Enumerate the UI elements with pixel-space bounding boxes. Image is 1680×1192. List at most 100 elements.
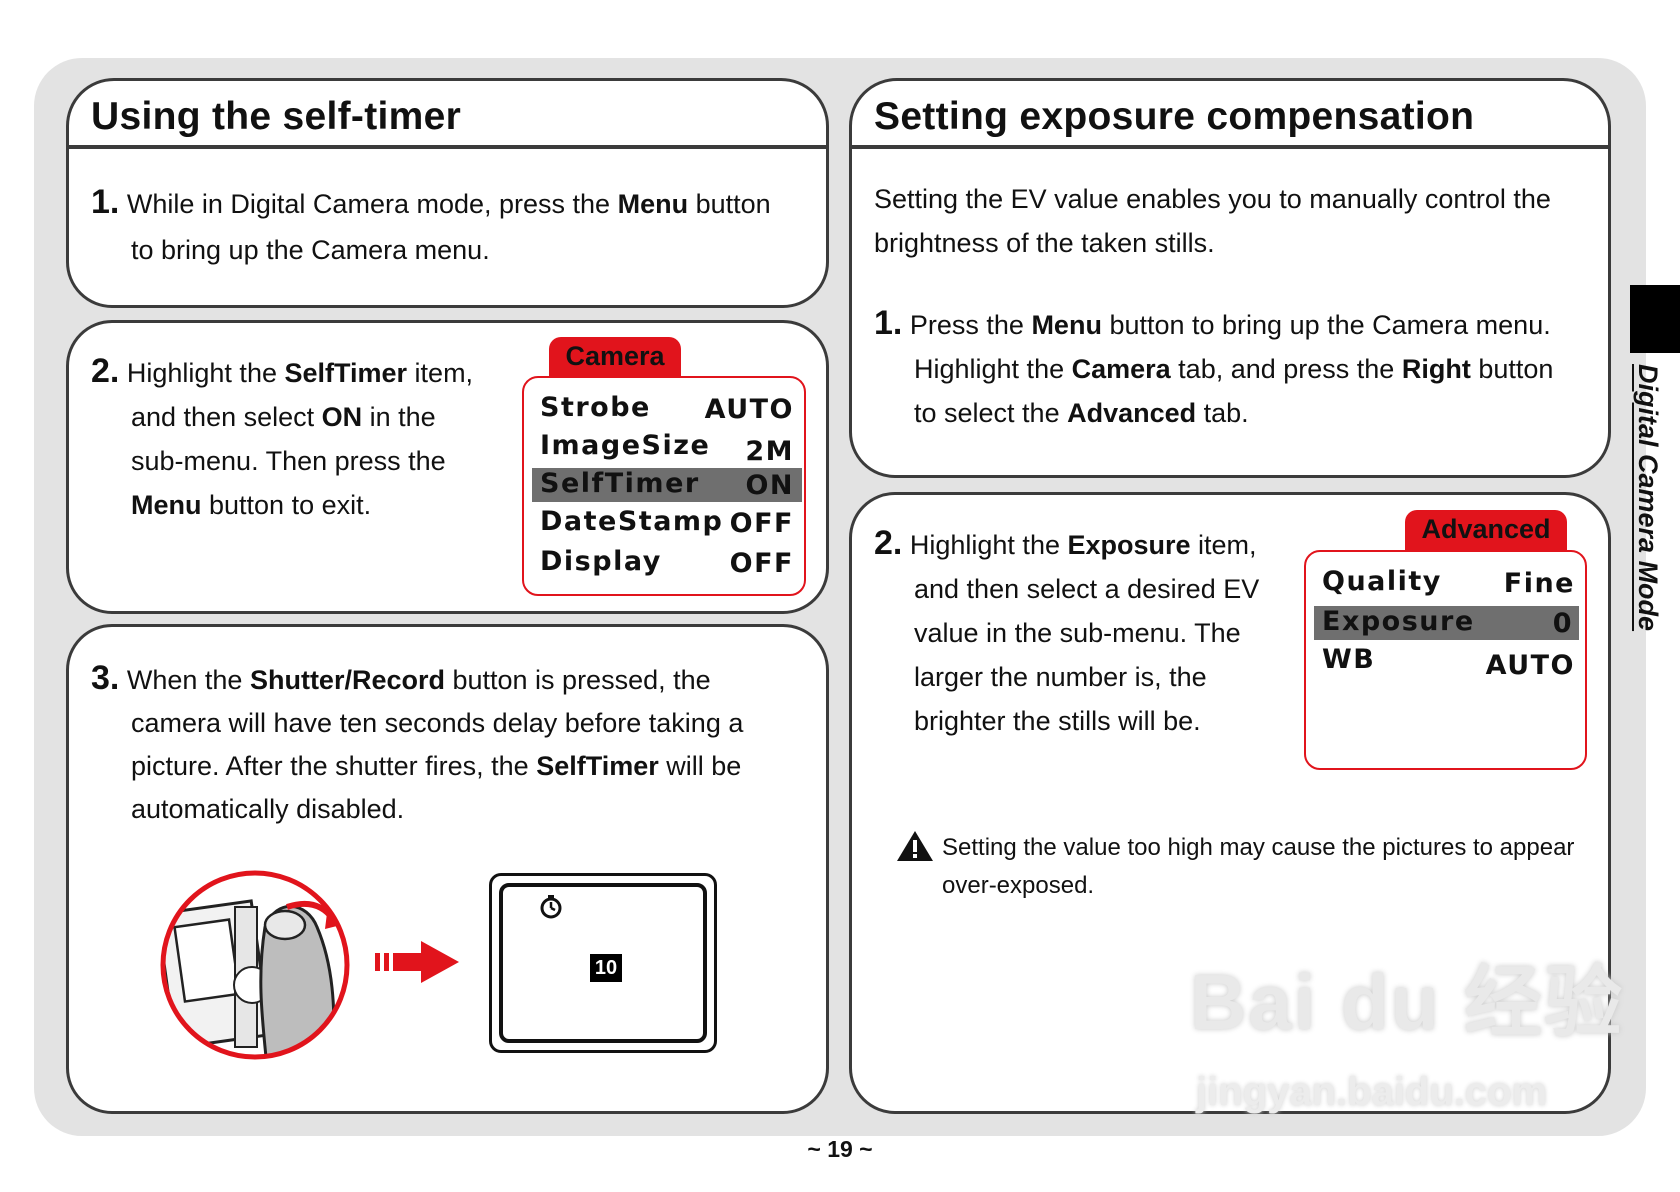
- step-text: Press the: [909, 310, 1032, 340]
- right-step2: 2. Highlight the Exposure item, and then…: [874, 521, 1294, 743]
- step-text: to select the: [914, 398, 1068, 428]
- step-text: in the: [362, 402, 436, 432]
- step-text: and then select: [131, 402, 322, 432]
- intro-text: brightness of the taken stills.: [874, 228, 1215, 258]
- step-text: camera will have ten seconds delay befor…: [131, 708, 744, 738]
- menu-term: Menu: [1031, 310, 1102, 340]
- menu-key: Display: [540, 546, 662, 577]
- step-text: Highlight the: [914, 354, 1072, 384]
- step-text: value in the sub-menu. The: [914, 618, 1241, 648]
- menu-term: Menu: [617, 189, 689, 219]
- step-text: button to exit.: [201, 490, 372, 520]
- chapter-tab-marker: [1630, 285, 1680, 353]
- menu-value: 2M: [745, 436, 794, 467]
- menu-value: ON: [745, 470, 794, 501]
- advanced-tab: Advanced: [1405, 510, 1567, 552]
- step-text: button is pressed, the: [444, 665, 711, 695]
- step-number: 3.: [91, 659, 120, 697]
- camera-term: Camera: [1071, 354, 1171, 384]
- on-term: ON: [321, 402, 363, 432]
- right-step1-card: Setting the EV value enables you to manu…: [849, 146, 1611, 478]
- left-step2: 2. Highlight the SelfTimer item, and the…: [91, 349, 511, 527]
- left-step3-card: 3. When the Shutter/Record button is pre…: [66, 624, 829, 1114]
- countdown-display: 10: [590, 954, 622, 982]
- menu-term: Menu: [131, 490, 202, 520]
- watermark-logo: Bai du 经验: [1190, 958, 1625, 1046]
- menu-row-exposure: Exposure 0: [1314, 606, 1579, 640]
- warning-icon: [897, 831, 933, 861]
- camera-tab: Camera: [549, 337, 681, 379]
- menu-value: OFF: [729, 508, 794, 539]
- menu-row-strobe: Strobe AUTO: [538, 392, 798, 426]
- step-text: While in Digital Camera mode, press the: [126, 189, 618, 219]
- step-text: item,: [407, 358, 474, 388]
- menu-row-wb: WB AUTO: [1320, 644, 1579, 681]
- left-title-card: Using the self-timer: [66, 78, 829, 148]
- caution-note: Setting the value too high may cause the…: [896, 829, 1596, 905]
- right-step1: 1. Press the Menu button to bring up the…: [874, 301, 1594, 435]
- step-number: 1.: [91, 183, 120, 221]
- step-text: larger the number is, the: [914, 662, 1207, 692]
- right-title-card: Setting exposure compensation: [849, 78, 1611, 148]
- menu-row-display: Display OFF: [538, 546, 798, 580]
- right-title: Setting exposure compensation: [874, 95, 1475, 138]
- step-text: picture. After the shutter fires, the: [131, 751, 537, 781]
- step-number: 2.: [91, 352, 120, 390]
- menu-key: Quality: [1322, 566, 1442, 597]
- menu-row-imagesize: ImageSize 2M: [538, 430, 798, 467]
- left-title: Using the self-timer: [91, 95, 462, 138]
- caution-text: over-exposed.: [942, 872, 1095, 899]
- step-text: sub-menu. Then press the: [131, 446, 446, 476]
- page-number: ~ 19 ~: [807, 1136, 873, 1162]
- menu-key: WB: [1322, 644, 1376, 675]
- step-text: Highlight the: [909, 530, 1068, 560]
- menu-key: SelfTimer: [540, 468, 700, 499]
- caution-text: Setting the value too high may cause the…: [942, 834, 1575, 861]
- right-term: Right: [1401, 354, 1471, 384]
- step-text: and then select a desired EV: [914, 574, 1260, 604]
- arrow-right-icon: [375, 941, 459, 983]
- menu-key: Strobe: [540, 392, 651, 423]
- menu-value: OFF: [729, 548, 794, 579]
- step-text: item,: [1190, 530, 1257, 560]
- step-text: button: [688, 189, 771, 219]
- left-step1: 1. While in Digital Camera mode, press t…: [91, 179, 811, 273]
- camera-shutter-illustration: [160, 870, 350, 1060]
- watermark-url: jingyan.baidu.com: [1196, 1070, 1548, 1114]
- step-text: tab, and press the: [1170, 354, 1402, 384]
- left-step3: 3. When the Shutter/Record button is pre…: [91, 657, 811, 831]
- self-timer-icon: [540, 895, 562, 919]
- step-number: 1.: [874, 304, 903, 342]
- menu-key: Exposure: [1322, 606, 1475, 637]
- step-text: tab.: [1196, 398, 1249, 428]
- step-text: brighter the stills will be.: [914, 706, 1201, 736]
- step-number: 2.: [874, 524, 903, 562]
- advanced-term: Advanced: [1067, 398, 1197, 428]
- step-text: Highlight the: [126, 358, 285, 388]
- selftimer-term: SelfTimer: [536, 751, 659, 781]
- menu-row-selftimer: SelfTimer ON: [532, 468, 802, 502]
- step-text: button: [1470, 354, 1554, 384]
- step-text: When the: [126, 665, 250, 695]
- right-step2-card: 2. Highlight the Exposure item, and then…: [849, 492, 1611, 1114]
- menu-value: AUTO: [1485, 650, 1575, 681]
- intro-text: Setting the EV value enables you to manu…: [874, 184, 1551, 214]
- menu-key: DateStamp: [540, 506, 724, 537]
- lcd-screen-illustration: 10: [489, 873, 717, 1053]
- step-text: to bring up the Camera menu.: [131, 235, 490, 265]
- step-text: will be: [658, 751, 742, 781]
- selftimer-term: SelfTimer: [284, 358, 408, 388]
- right-intro: Setting the EV value enables you to manu…: [874, 177, 1594, 265]
- camera-menu: Strobe AUTO ImageSize 2M SelfTimer ON DateS…: [522, 376, 806, 596]
- menu-value: Fine: [1503, 568, 1575, 599]
- left-step1-card: 1. While in Digital Camera mode, press t…: [66, 146, 829, 308]
- advanced-menu: Quality Fine Exposure 0 WB AUTO: [1304, 550, 1587, 770]
- menu-value: 0: [1552, 608, 1573, 639]
- menu-key: ImageSize: [540, 430, 711, 461]
- shutter-term: Shutter/Record: [249, 665, 445, 695]
- exposure-term: Exposure: [1067, 530, 1191, 560]
- chapter-side-label: Digital Camera Mode: [1633, 364, 1663, 632]
- step-text: automatically disabled.: [131, 794, 405, 824]
- menu-value: AUTO: [704, 394, 794, 425]
